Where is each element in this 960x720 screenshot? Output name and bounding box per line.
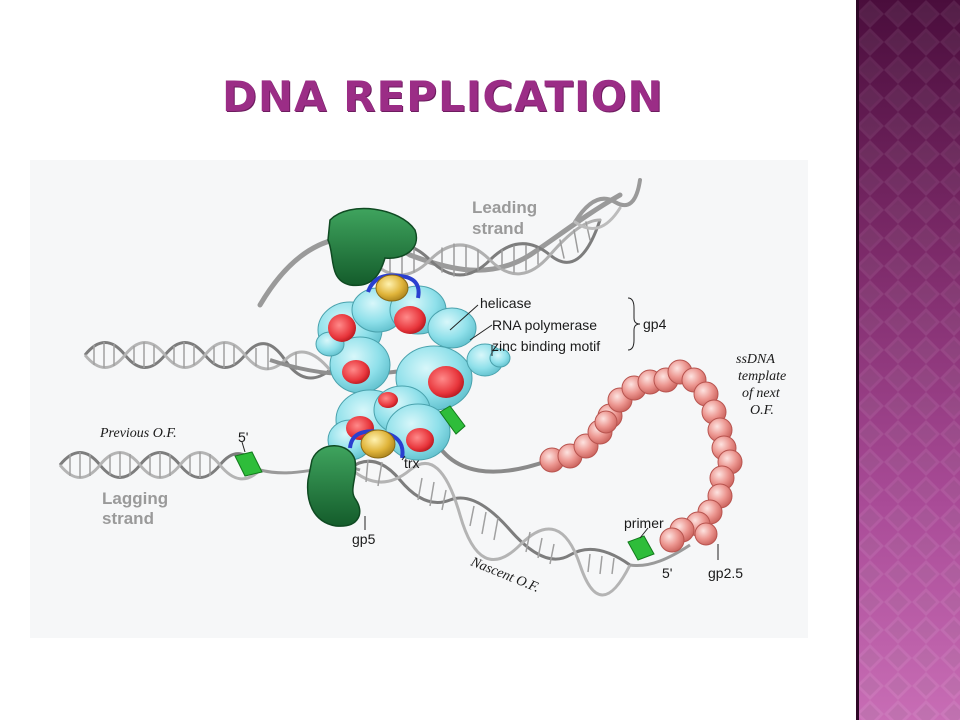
gp5-polymerase-lagging (306, 445, 361, 527)
label-5-prime-top: 5' (238, 429, 248, 445)
label-lagging-strand-line1: Lagging (102, 489, 168, 508)
label-zinc-binding-motif: zinc binding motif (492, 338, 600, 354)
label-5-prime-bottom: 5' (662, 565, 672, 581)
trx-top (366, 273, 421, 302)
label-leading-strand-line2: strand (472, 219, 524, 238)
gp5-polymerase-leading (327, 207, 418, 287)
leading-strand-helix (257, 178, 642, 308)
label-gp5: gp5 (352, 531, 376, 547)
slide-title: DNA REPLICATION (222, 72, 664, 121)
leader-lines (241, 297, 719, 560)
label-ssdna-line4: O.F. (750, 403, 774, 418)
replication-fork-diagram: Leading strand helicase RNA polymerase z… (30, 160, 808, 638)
label-rna-polymerase: RNA polymerase (492, 317, 597, 333)
sidebar-edge (856, 0, 859, 720)
label-ssdna-line3: of next (742, 386, 781, 401)
diagram-canvas: Leading strand helicase RNA polymerase z… (58, 178, 786, 597)
gp4-helicase-hexamer (315, 285, 511, 461)
label-trx: trx (404, 455, 420, 471)
label-primer: primer (624, 515, 664, 531)
decorative-sidebar (856, 0, 960, 720)
lagging-strand-helix (58, 451, 691, 597)
trx-bottom (348, 429, 405, 459)
rna-primers (234, 405, 655, 561)
sidebar-diamond-pattern (856, 0, 960, 720)
label-leading-strand-line1: Leading (472, 198, 537, 217)
label-ssdna-line2: template (738, 369, 786, 384)
gp2-5-bead-chain (539, 359, 743, 553)
label-previous-of: Previous O.F. (99, 426, 177, 441)
label-helicase: helicase (480, 295, 532, 311)
label-lagging-strand-line2: strand (102, 509, 154, 528)
label-nascent-of: Nascent O.F. (468, 554, 542, 595)
label-gp4: gp4 (643, 316, 667, 332)
label-gp2-5: gp2.5 (708, 565, 743, 581)
label-ssdna-line1: ssDNA (736, 352, 775, 367)
